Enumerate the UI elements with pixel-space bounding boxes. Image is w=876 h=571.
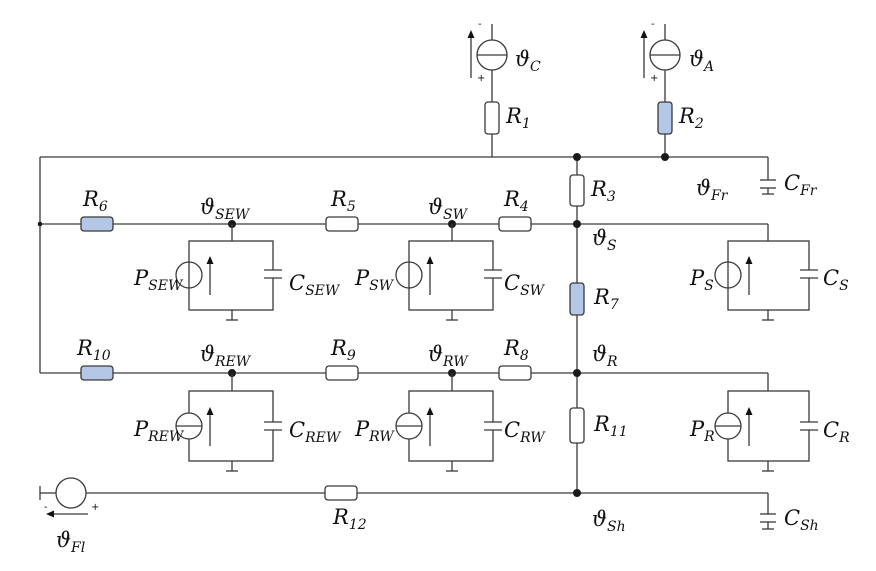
heat-source-sew: [175, 224, 282, 321]
resistor-r10: [80, 365, 114, 381]
label-r10: R10: [76, 336, 111, 364]
resistor-r4: [498, 216, 532, 232]
label-c-sw: CSW: [504, 271, 546, 299]
label-r4: R4: [503, 187, 529, 215]
wires: [39, 24, 769, 529]
heat-source-rw: [395, 373, 502, 472]
labels: ϑC ϑA R1 R2 R3 R4 R5 R6 R7 R8 R9 R10 R11…: [56, 47, 850, 556]
resistor-r12: [324, 485, 358, 501]
label-r6: R6: [82, 187, 108, 215]
label-r12: R12: [332, 505, 367, 533]
temperature-source-c: [467, 30, 508, 78]
capacitor-sh: [760, 513, 776, 530]
label-c-rew: CREW: [289, 418, 342, 446]
resistor-r3: [569, 174, 585, 207]
label-c-s: CS: [823, 266, 849, 294]
polarity-plus-a: +: [650, 73, 658, 84]
label-c-sew: CSEW: [289, 271, 341, 299]
polarity-minus-c: -: [478, 19, 482, 30]
resistor-r9: [325, 365, 359, 381]
label-theta-fr: ϑFr: [696, 176, 729, 204]
label-theta-rw: ϑRW: [428, 342, 469, 370]
polarity-minus-a: -: [651, 19, 655, 30]
label-r5: R5: [330, 187, 356, 215]
resistor-r11: [569, 407, 585, 444]
label-p-sw: PSW: [354, 266, 395, 294]
label-c-r: CR: [823, 418, 850, 446]
label-theta-c: ϑC: [515, 47, 541, 75]
label-p-sew: PSEW: [133, 266, 184, 294]
label-p-rw: PRW: [354, 417, 395, 445]
label-r8: R8: [503, 336, 529, 364]
heat-source-s: [714, 240, 818, 321]
resistor-r2: [657, 101, 673, 135]
label-r9: R9: [330, 336, 356, 364]
polarity-plus-fl: +: [91, 502, 99, 513]
temperature-source-fl: [46, 477, 88, 518]
heat-source-sw: [395, 224, 502, 321]
label-c-fr: CFr: [784, 171, 818, 199]
label-theta-fl: ϑFl: [56, 528, 85, 556]
resistor-r5: [325, 216, 359, 232]
label-theta-sw: ϑSW: [428, 195, 469, 223]
resistor-r8: [498, 365, 532, 381]
label-theta-s: ϑS: [592, 226, 617, 254]
heat-source-r: [714, 390, 818, 472]
temperature-source-a: [640, 30, 681, 78]
label-theta-sh: ϑSh: [592, 507, 626, 535]
junction-dots: [37, 153, 669, 497]
label-r3: R3: [590, 177, 616, 205]
label-p-r: PR: [689, 417, 715, 445]
polarity-minus-fl: -: [44, 502, 48, 513]
polarity-plus-c: +: [477, 73, 485, 84]
label-theta-rew: ϑREW: [200, 342, 252, 370]
label-r11: R11: [593, 412, 628, 440]
resistor-r6: [80, 216, 114, 232]
polarity-marks: - + - + - +: [44, 19, 658, 513]
resistor-r1: [484, 101, 500, 135]
resistor-r7: [569, 282, 585, 316]
label-theta-r: ϑR: [592, 342, 618, 370]
label-r7: R7: [593, 285, 619, 313]
capacitor-fr: [760, 179, 776, 195]
label-p-rew: PREW: [133, 417, 185, 445]
label-r1: R1: [505, 104, 531, 132]
label-r2: R2: [678, 104, 704, 132]
label-c-rw: CRW: [504, 418, 546, 446]
label-theta-sew: ϑSEW: [200, 195, 251, 223]
heat-source-rew: [175, 373, 282, 472]
label-c-sh: CSh: [784, 506, 819, 534]
resistors: [80, 101, 673, 501]
label-theta-a: ϑA: [689, 47, 714, 75]
label-p-s: PS: [689, 266, 714, 294]
